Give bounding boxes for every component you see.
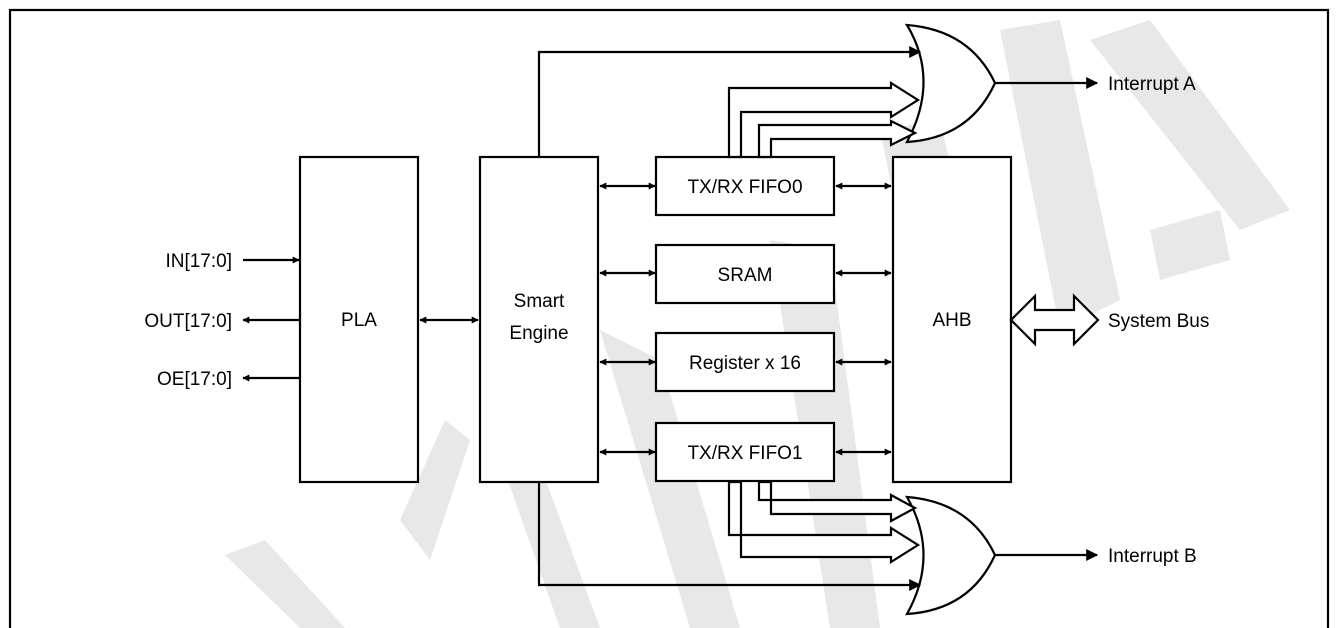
or-gate-b xyxy=(905,495,997,616)
or-gate-a xyxy=(904,23,997,144)
register-block xyxy=(654,331,836,393)
sram-label: SRAM xyxy=(718,265,773,286)
fifo1-to-or-b-fat-arrow-2 xyxy=(727,480,921,564)
engine-to-or-a-wire xyxy=(537,46,922,157)
fifo0-block xyxy=(654,155,836,217)
diagram-frame xyxy=(8,8,1330,628)
out-signal-label: OUT[17:0] xyxy=(144,311,232,332)
smart-engine-label-line1: Smart xyxy=(514,291,565,312)
oe-signal-label: OE[17:0] xyxy=(157,369,232,390)
system-bus-label: System Bus xyxy=(1108,311,1209,332)
pla-block xyxy=(298,155,420,484)
ahb-label: AHB xyxy=(932,310,971,331)
fifo0-to-or-a-fat-arrow-1 xyxy=(727,81,921,159)
smart-engine-label-line2: Engine xyxy=(509,323,568,344)
interrupt-a-label: Interrupt A xyxy=(1108,74,1196,95)
fifo1-to-or-b-fat-arrow-1 xyxy=(757,480,918,523)
system-bus-double-arrow xyxy=(1009,293,1100,347)
fifo0-label: TX/RX FIFO0 xyxy=(687,177,802,198)
smart-engine-block xyxy=(478,155,600,484)
pla-label: PLA xyxy=(341,310,377,331)
fifo1-block xyxy=(654,421,836,483)
fifo0-to-or-a-fat-arrow-2 xyxy=(757,119,918,159)
register-label: Register x 16 xyxy=(689,353,801,374)
interrupt-b-label: Interrupt B xyxy=(1108,546,1197,567)
sram-block xyxy=(654,243,836,305)
fifo1-label: TX/RX FIFO1 xyxy=(687,443,802,464)
ahb-block xyxy=(891,155,1013,484)
engine-to-or-b-wire xyxy=(537,482,922,591)
in-signal-label: IN[17:0] xyxy=(165,251,232,272)
